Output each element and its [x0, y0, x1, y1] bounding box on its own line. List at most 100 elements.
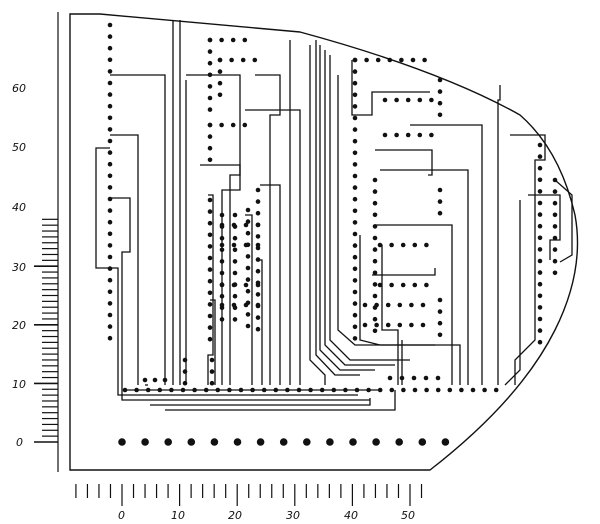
pad [377, 242, 383, 248]
pad [207, 302, 213, 307]
pad [107, 243, 113, 248]
left-label-20: 20 [12, 319, 26, 332]
pad [162, 377, 168, 383]
pad [207, 122, 213, 128]
trace [497, 85, 501, 385]
pad [245, 277, 251, 282]
pad [429, 132, 434, 138]
trace [150, 398, 371, 406]
pad [107, 161, 113, 167]
bottom-scale-labels: 0 10 20 30 40 50 [118, 509, 415, 522]
pad [352, 104, 358, 109]
pad [219, 317, 225, 322]
pad [375, 57, 381, 63]
pad [537, 235, 543, 241]
pad [182, 369, 188, 374]
pad [107, 335, 113, 341]
pad [372, 293, 378, 299]
pad [107, 196, 113, 202]
trace [510, 134, 546, 385]
bottom-label-30: 30 [286, 509, 300, 522]
pad [537, 189, 543, 194]
pad [230, 37, 236, 43]
pad [207, 145, 213, 151]
pad [437, 100, 443, 106]
pad [372, 200, 378, 206]
trace [375, 149, 433, 176]
pad [217, 92, 223, 98]
pad [245, 265, 251, 271]
pad [107, 127, 113, 132]
trace [200, 164, 241, 385]
pad [232, 259, 238, 264]
pad [362, 322, 368, 328]
pad [352, 208, 358, 214]
trace [207, 194, 214, 385]
pad [372, 212, 378, 218]
pad [152, 377, 158, 383]
pad [209, 380, 215, 386]
pad [219, 259, 225, 264]
pad [537, 316, 543, 322]
bottom-label-0: 0 [118, 509, 125, 522]
pad [107, 219, 113, 225]
pad [219, 37, 224, 43]
pad [352, 92, 358, 98]
pad [231, 282, 237, 288]
pad [209, 357, 215, 363]
pad [401, 387, 406, 393]
pad [437, 210, 443, 216]
trace [260, 184, 281, 385]
pad [424, 282, 429, 288]
connector-pad [187, 438, 196, 446]
pad [552, 258, 558, 264]
pad [372, 177, 378, 183]
trace [186, 74, 241, 385]
trace [309, 45, 326, 385]
pad [372, 270, 378, 276]
connector-pad [441, 438, 450, 446]
left-label-0: 0 [16, 436, 23, 449]
pad [207, 107, 213, 112]
board-outline [69, 13, 579, 471]
pad [232, 212, 238, 218]
pad [352, 57, 358, 63]
pad [219, 293, 225, 299]
pad [245, 207, 251, 213]
pad [238, 387, 244, 393]
pad [537, 293, 543, 299]
pad [192, 387, 197, 393]
pad [250, 387, 255, 393]
pad [437, 112, 443, 118]
pad [405, 132, 411, 138]
pad [352, 173, 358, 179]
pad [245, 288, 251, 294]
pad [296, 387, 302, 393]
connector-pad [256, 438, 265, 446]
pad [107, 92, 113, 97]
pad [352, 138, 358, 144]
pad [552, 212, 558, 218]
pad [245, 323, 251, 329]
pad [215, 387, 221, 393]
pad [142, 377, 148, 383]
pad [107, 103, 113, 109]
pad [255, 282, 261, 288]
pad [207, 325, 213, 330]
pad [107, 266, 113, 271]
pad [537, 258, 543, 264]
pad [255, 187, 261, 193]
pad [352, 254, 358, 260]
pads [107, 22, 558, 393]
pad [352, 278, 358, 283]
pad [107, 231, 113, 237]
pad [255, 222, 261, 228]
trace [245, 109, 301, 385]
pad [207, 72, 213, 78]
pad [242, 122, 248, 128]
pad [437, 332, 443, 338]
pad [243, 282, 249, 288]
pad [364, 57, 369, 63]
pad [169, 387, 174, 393]
